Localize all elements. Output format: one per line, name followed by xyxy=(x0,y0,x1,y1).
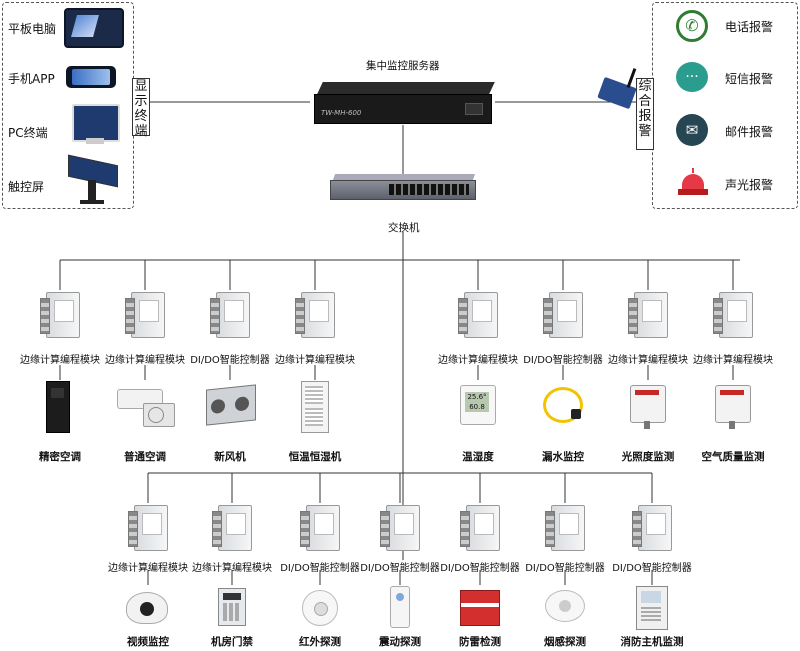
device-label: 新风机 xyxy=(214,451,246,463)
lightning-protector-icon[interactable] xyxy=(452,586,508,638)
module-label: DI/DO智能控制器 xyxy=(190,355,270,366)
module-label: 边缘计算编程模块 xyxy=(105,355,185,366)
infrared-detector-icon[interactable] xyxy=(292,586,348,638)
server-icon[interactable]: TW-MH-600 xyxy=(310,82,495,124)
controller-module-icon[interactable] xyxy=(380,505,420,551)
device-label: 烟感探测 xyxy=(544,636,586,648)
controller-module-icon[interactable] xyxy=(128,505,168,551)
module-label: DI/DO智能控制器 xyxy=(440,563,520,574)
network-switch-icon[interactable] xyxy=(330,174,476,200)
alarm-sms-label: 短信报警 xyxy=(725,72,774,86)
module-label: 边缘计算编程模块 xyxy=(608,355,688,366)
constant-temp-unit-icon[interactable] xyxy=(287,381,343,433)
module-label: DI/DO智能控制器 xyxy=(360,563,440,574)
device-label: 普通空调 xyxy=(124,451,166,463)
humidity-readout: 25.6° 60.8 xyxy=(465,392,489,412)
alarm-phone-label: 电话报警 xyxy=(725,20,774,34)
device-label: 空气质量监测 xyxy=(701,451,765,463)
module-label: DI/DO智能控制器 xyxy=(612,563,692,574)
touchscreen-kiosk-icon[interactable] xyxy=(68,154,122,204)
module-label: 边缘计算编程模块 xyxy=(275,355,355,366)
sms-bubble-icon[interactable]: ··· xyxy=(676,62,708,92)
siren-icon[interactable] xyxy=(676,168,710,196)
controller-module-icon[interactable] xyxy=(713,292,753,338)
temp-readout: 25.6° xyxy=(467,393,487,401)
switch-label: 交换机 xyxy=(388,222,420,234)
mail-icon[interactable]: ✉ xyxy=(676,114,708,146)
server-model-text: TW-MH-600 xyxy=(321,109,362,117)
device-label: 恒温恒湿机 xyxy=(288,451,342,463)
controller-module-icon[interactable] xyxy=(125,292,165,338)
light-sensor-icon[interactable] xyxy=(620,381,676,433)
water-leak-sensor-icon[interactable] xyxy=(535,381,591,433)
air-quality-sensor-icon[interactable] xyxy=(705,381,761,433)
split-ac-icon[interactable] xyxy=(117,381,175,433)
alarm-group-label: 综合报警 xyxy=(636,78,654,150)
display-terminal-label-text: 显示终端 xyxy=(134,79,148,139)
module-label: 边缘计算编程模块 xyxy=(693,355,773,366)
device-label: 光照度监测 xyxy=(621,451,675,463)
device-label: 红外探测 xyxy=(299,636,341,648)
phone-call-icon[interactable]: ✆ xyxy=(676,10,708,42)
device-label: 防雷检测 xyxy=(459,636,501,648)
vibration-detector-icon[interactable] xyxy=(372,586,428,638)
fresh-air-unit-icon[interactable] xyxy=(202,381,258,433)
hum-readout: 60.8 xyxy=(469,403,485,411)
terminal-touch-label: 触控屏 xyxy=(8,180,45,194)
controller-module-icon[interactable] xyxy=(212,505,252,551)
module-label: DI/DO智能控制器 xyxy=(280,563,360,574)
controller-module-icon[interactable] xyxy=(210,292,250,338)
device-label: 视频监控 xyxy=(127,636,169,648)
controller-module-icon[interactable] xyxy=(543,292,583,338)
controller-module-icon[interactable] xyxy=(628,292,668,338)
device-label: 漏水监控 xyxy=(542,451,584,463)
module-label: 边缘计算编程模块 xyxy=(108,563,188,574)
device-label: 震动探测 xyxy=(379,636,421,648)
controller-module-icon[interactable] xyxy=(458,292,498,338)
alarm-siren-label: 声光报警 xyxy=(725,178,774,192)
terminal-tablet-label: 平板电脑 xyxy=(8,22,57,36)
controller-module-icon[interactable] xyxy=(545,505,585,551)
terminal-phone-label: 手机APP xyxy=(8,72,55,86)
module-label: 边缘计算编程模块 xyxy=(20,355,100,366)
controller-module-icon[interactable] xyxy=(300,505,340,551)
controller-module-icon[interactable] xyxy=(40,292,80,338)
temp-humidity-sensor-icon[interactable]: 25.6° 60.8 xyxy=(450,381,506,433)
controller-module-icon[interactable] xyxy=(632,505,672,551)
alarm-group-label-text: 综合报警 xyxy=(638,79,652,139)
phone-icon[interactable] xyxy=(66,66,116,88)
device-label: 机房门禁 xyxy=(211,636,253,648)
device-label: 精密空调 xyxy=(39,451,81,463)
module-label: DI/DO智能控制器 xyxy=(525,563,605,574)
terminal-pc-label: PC终端 xyxy=(8,126,48,140)
server-label: 集中监控服务器 xyxy=(366,60,440,72)
module-label: 边缘计算编程模块 xyxy=(192,563,272,574)
device-label: 温湿度 xyxy=(462,451,494,463)
module-label: DI/DO智能控制器 xyxy=(523,355,603,366)
display-terminal-label: 显示终端 xyxy=(132,78,150,139)
access-control-icon[interactable] xyxy=(204,586,260,638)
controller-module-icon[interactable] xyxy=(295,292,335,338)
pc-monitor-icon[interactable] xyxy=(72,104,120,144)
module-label: 边缘计算编程模块 xyxy=(438,355,518,366)
tablet-icon[interactable] xyxy=(64,8,124,48)
camera-icon[interactable] xyxy=(120,586,176,638)
controller-module-icon[interactable] xyxy=(460,505,500,551)
alarm-mail-label: 邮件报警 xyxy=(725,125,774,139)
device-label: 消防主机监测 xyxy=(620,636,684,648)
fire-panel-icon[interactable] xyxy=(624,586,680,638)
smoke-detector-icon[interactable] xyxy=(537,586,593,638)
precision-ac-icon[interactable] xyxy=(32,381,88,433)
